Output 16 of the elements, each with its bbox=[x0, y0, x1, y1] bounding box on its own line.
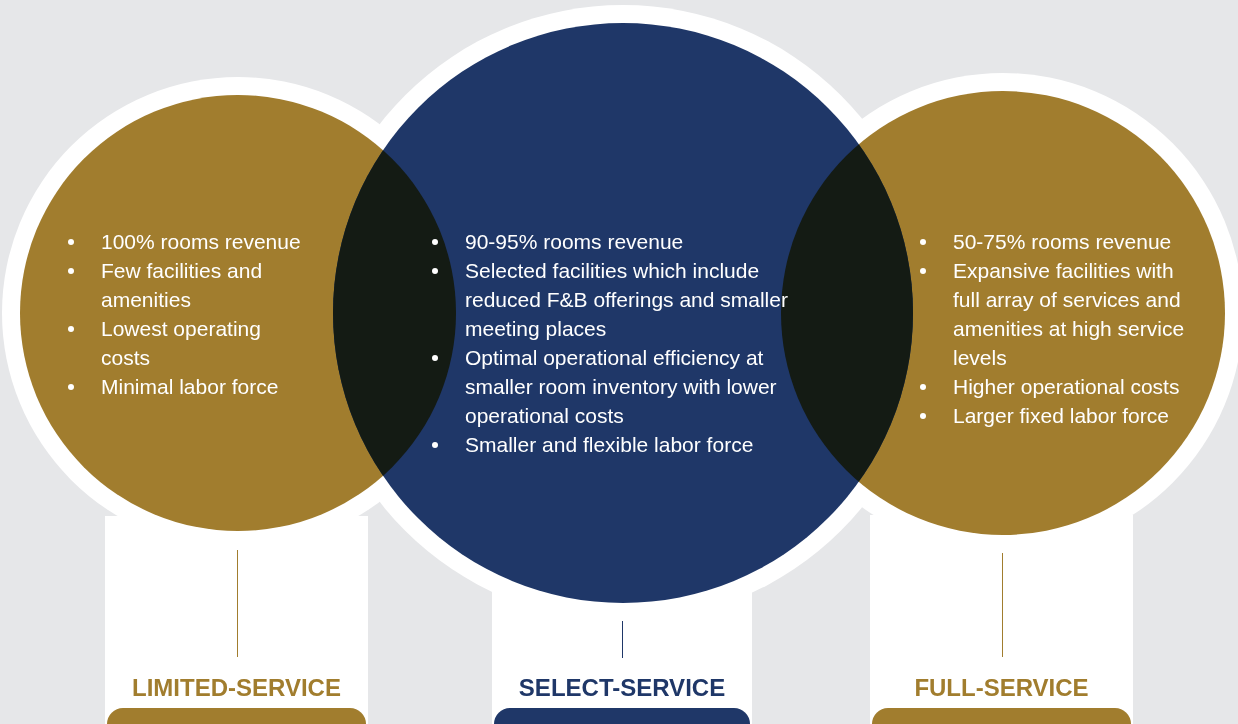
bullet-item: Lowest operating costs bbox=[68, 314, 308, 372]
bullet-item: Minimal labor force bbox=[68, 372, 308, 401]
bullet-item: 90-95% rooms revenue bbox=[432, 227, 810, 256]
bullet-item: Selected facilities which include reduced F&B offerings and smaller meeting places bbox=[432, 256, 810, 343]
bullet-item: 50-75% rooms revenue bbox=[920, 227, 1204, 256]
bullet-item: Few facilities and amenities bbox=[68, 256, 308, 314]
bullet-item: 100% rooms revenue bbox=[68, 227, 308, 256]
category-label: SELECT-SERVICE bbox=[517, 674, 727, 702]
category-label: LIMITED-SERVICE bbox=[131, 674, 342, 702]
bullet-item: Higher operational costs bbox=[920, 372, 1204, 401]
label-card bbox=[105, 516, 368, 724]
bullet-item: Larger fixed labor force bbox=[920, 401, 1204, 430]
bullet-item: Optimal operational efficiency at smaller room inventory with lower operational costs bbox=[432, 343, 810, 430]
category-label: FULL-SERVICE bbox=[913, 674, 1090, 702]
bullet-item: Smaller and flexible labor force bbox=[432, 430, 810, 459]
bullet-item: Expansive facilities with full array of services and amenities at high service levels bbox=[920, 256, 1204, 372]
